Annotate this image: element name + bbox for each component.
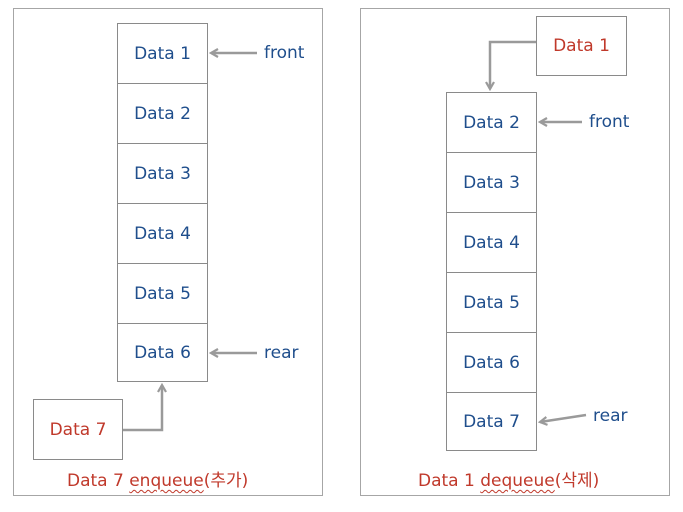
left-queue-cell-6: Data 6	[117, 323, 208, 382]
right-removed-item-cell: Data 1	[536, 16, 627, 76]
right-queue-cell-2: Data 3	[446, 152, 537, 213]
left-queue-cell-2: Data 2	[117, 83, 208, 144]
right-rear-arrow	[540, 413, 587, 422]
dequeue-arrow	[490, 40, 536, 89]
right-queue-cell-3: Data 4	[446, 212, 537, 273]
enqueue-caption-prefix: Data 7	[67, 471, 130, 491]
right-queue-cell-4: Data 5	[446, 272, 537, 333]
enqueue-caption: Data 7 enqueue(추가)	[67, 471, 248, 491]
left-rear-label: rear	[264, 343, 299, 363]
dequeue-caption-prefix: Data 1	[418, 471, 481, 491]
dequeue-caption-suffix: (삭제)	[554, 471, 600, 491]
right-queue-cell-5: Data 6	[446, 332, 537, 393]
enqueue-caption-word: enqueue	[129, 471, 204, 491]
enqueue-caption-suffix: (추가)	[203, 471, 249, 491]
left-new-item-cell: Data 7	[33, 399, 123, 460]
right-queue-cell-1: Data 2	[446, 92, 537, 153]
dequeue-caption: Data 1 dequeue(삭제)	[418, 471, 599, 491]
right-queue-cell-6: Data 7	[446, 392, 537, 451]
left-front-label: front	[264, 43, 305, 63]
right-rear-label: rear	[593, 406, 628, 426]
left-queue-cell-1: Data 1	[117, 23, 208, 84]
dequeue-caption-word: dequeue	[480, 471, 555, 491]
left-queue-cell-5: Data 5	[117, 263, 208, 324]
enqueue-arrow	[123, 385, 162, 432]
right-front-label: front	[589, 112, 630, 132]
